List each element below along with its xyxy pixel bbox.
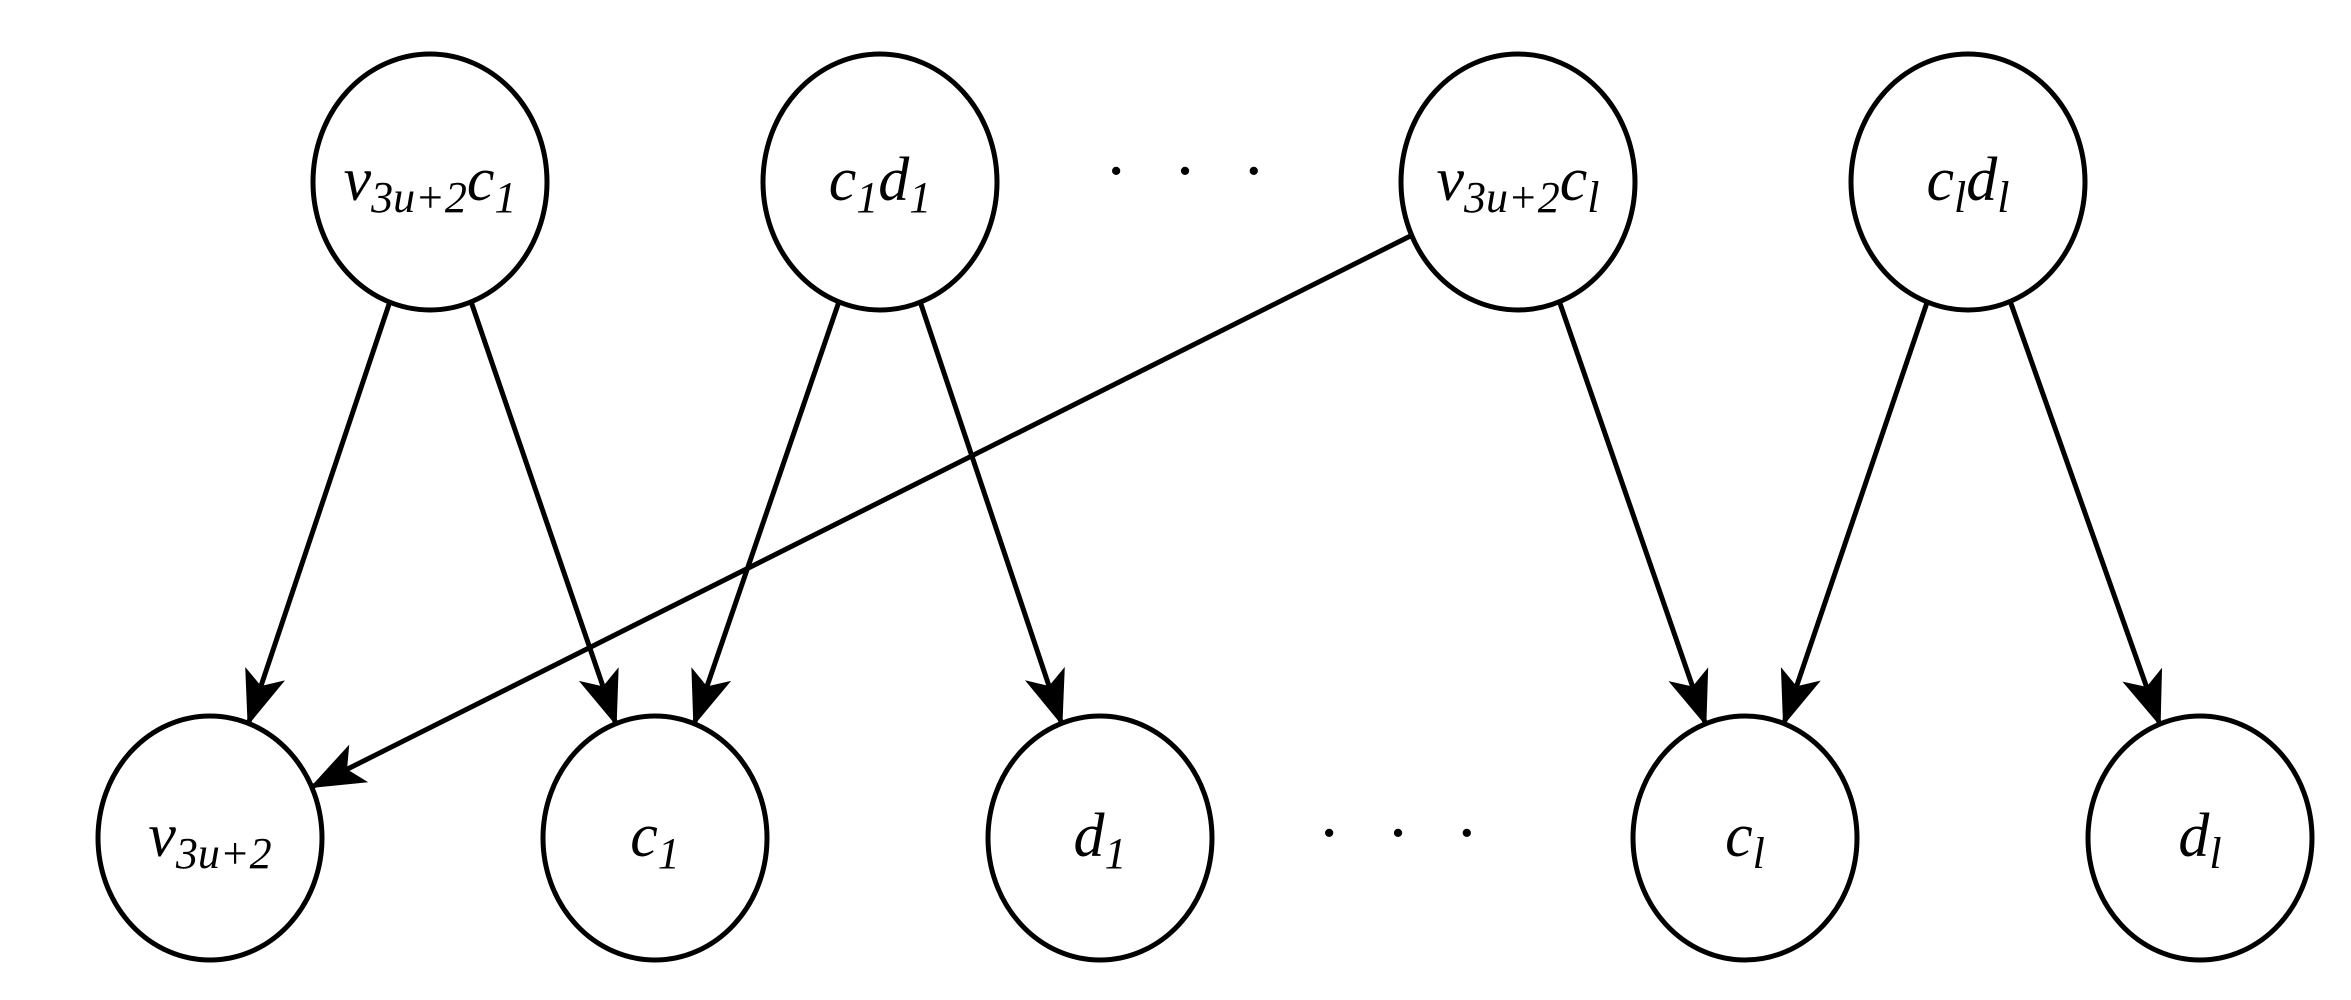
node-b5[interactable]: dl: [2085, 713, 2315, 963]
node-b1[interactable]: v3u+2: [95, 713, 325, 963]
node-label: dl: [2178, 802, 2221, 878]
node-label: v3u+2c1: [344, 146, 517, 222]
edge-t4-to-b5: cldl to dl: [2007, 300, 2163, 727]
node-label: c1d1: [829, 146, 932, 222]
bottom-node-circle[interactable]: [1630, 713, 1860, 963]
top-row-ellipsis: · · ·: [1105, 133, 1280, 210]
node-label: c1: [630, 802, 680, 878]
node-label: cl: [1725, 802, 1765, 878]
node-label: cldl: [1927, 146, 2010, 222]
ellipsis-layer: · · · · · ·: [1105, 133, 1493, 872]
node-label: d1: [1074, 802, 1127, 878]
node-t2[interactable]: c1d1: [760, 51, 1000, 313]
edge-t3-to-b1: v3u+2cl to v3u+2: [309, 233, 1413, 790]
edge-t4-to-b4: cldl to cl: [1780, 301, 1930, 726]
bottom-row-ellipsis: · · ·: [1318, 795, 1493, 872]
node-t1[interactable]: v3u+2c1: [310, 51, 550, 313]
top-node-circle[interactable]: [760, 51, 1000, 313]
bottom-node-circle[interactable]: [985, 713, 1215, 963]
top-node-circle[interactable]: [1848, 51, 2088, 313]
bottom-node-circle[interactable]: [95, 713, 325, 963]
node-t4[interactable]: cldl: [1848, 51, 2088, 313]
node-t3[interactable]: v3u+2cl: [1398, 51, 1638, 313]
edge-t1-to-b1: v3u+2c1 to v3u+2: [245, 301, 393, 726]
top-node-circle[interactable]: [1398, 51, 1638, 313]
node-b2[interactable]: c1: [540, 713, 770, 963]
node-b3[interactable]: d1: [985, 713, 1215, 963]
node-b4[interactable]: cl: [1630, 713, 1860, 963]
bottom-node-circle[interactable]: [540, 713, 770, 963]
edge-t3-to-b4: v3u+2cl to cl: [1557, 300, 1709, 727]
edge-t2-to-b2: c1d1 to c1: [691, 301, 842, 727]
edge-t1-to-b2: v3u+2c1 to c1: [468, 301, 619, 727]
edges-layer: v3u+2c1 to v3u+2 v3u+2c1 to c1 c1d1 to c1 c…: [245, 233, 2163, 790]
node-label: v3u+2cl: [1437, 146, 1600, 222]
edge-t2-to-b3: c1d1 to d1: [917, 301, 1065, 726]
node-label: v3u+2: [148, 802, 271, 878]
bottom-node-circle[interactable]: [2085, 713, 2315, 963]
top-node-circle[interactable]: [310, 51, 550, 313]
